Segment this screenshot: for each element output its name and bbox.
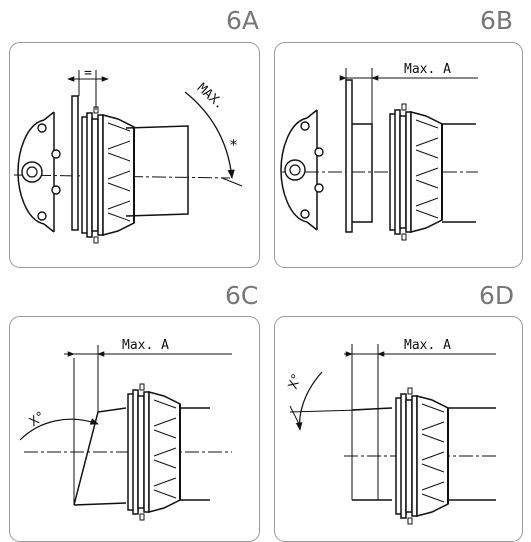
asterisk-marker: * [229,136,238,154]
angle-label-6d: X° [286,371,305,391]
panel-6a-drawing: = MAX. * [13,66,243,244]
angle-label-6c: X° [27,409,48,430]
max-a-label-6d: Max. A [404,338,451,353]
panel-6c-drawing: Max. A X° [19,338,232,521]
equal-gap-label: = [84,66,92,81]
max-a-label-6c: Max. A [122,338,169,353]
panel-label-6c: 6C [225,281,259,310]
panel-label-6a: 6A [226,6,260,35]
panel-6d-drawing: Max. A X° [286,338,496,525]
max-a-label-6b: Max. A [404,62,451,77]
panel-6b-drawing: Max. A [280,62,478,241]
panel-label-6b: 6B [480,6,514,35]
max-angle-label: MAX. [194,81,227,113]
panel-label-6d: 6D [479,281,515,310]
